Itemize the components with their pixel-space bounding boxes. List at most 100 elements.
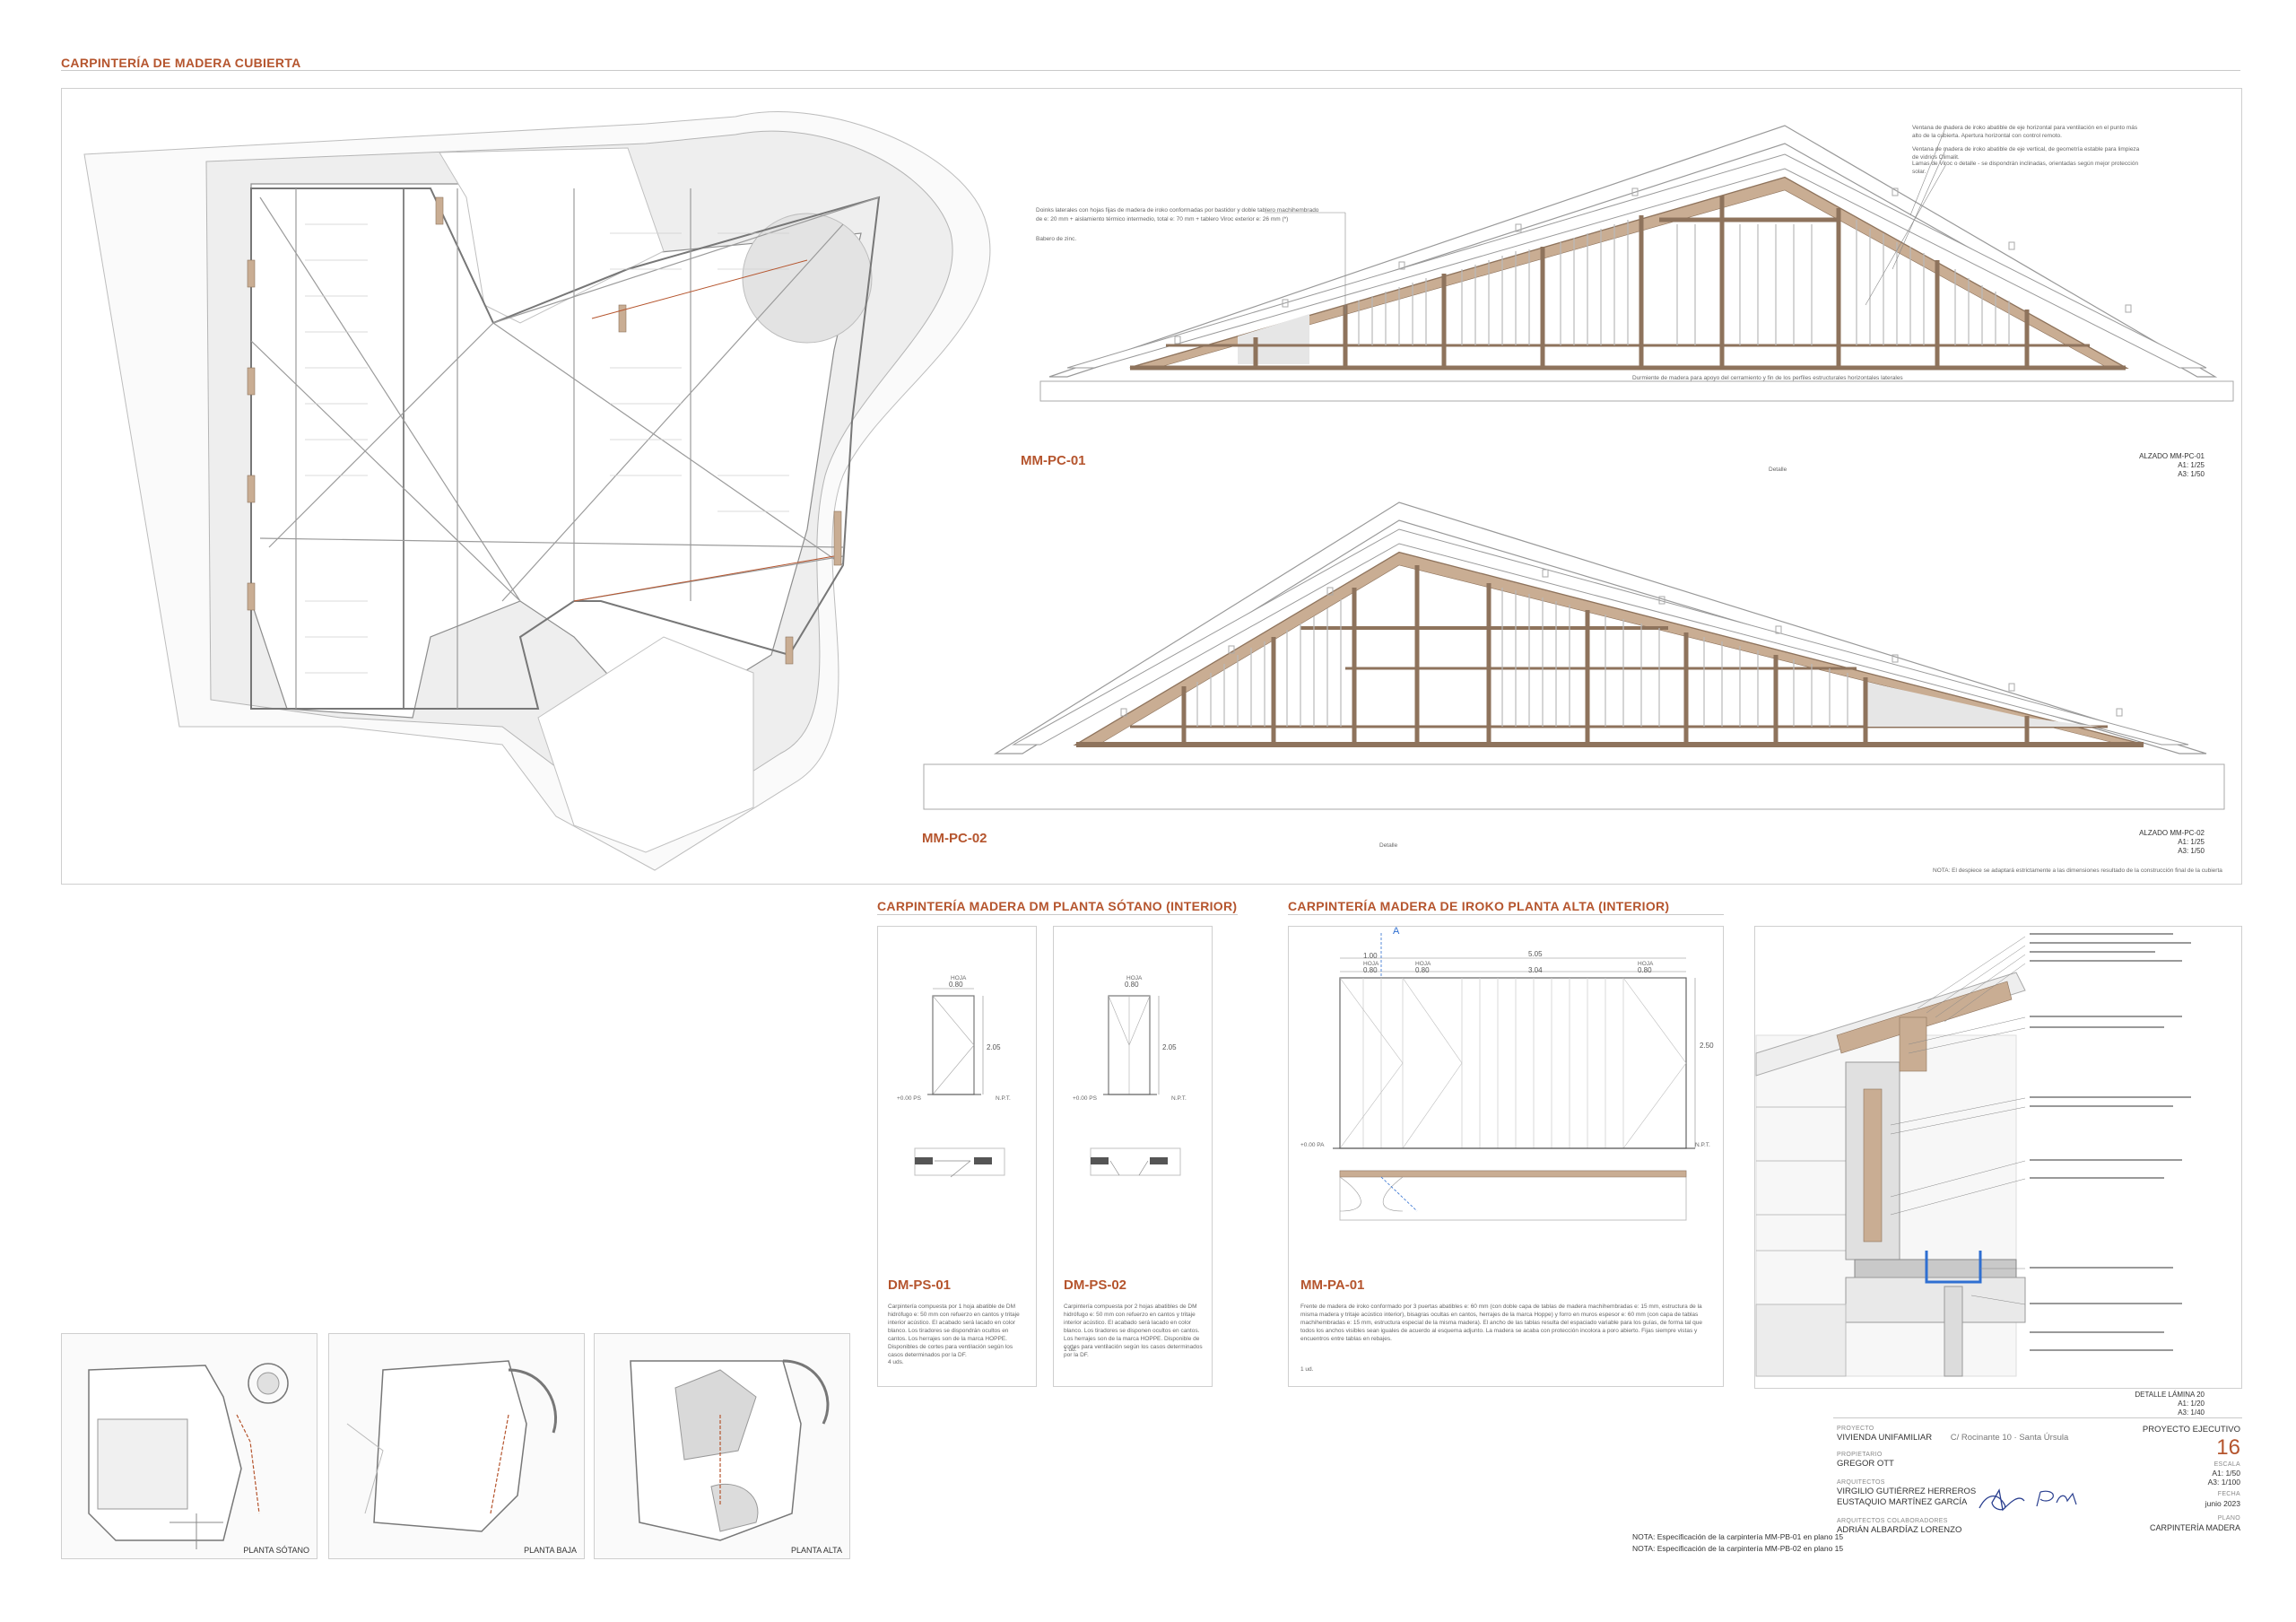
door-ps01-card bbox=[877, 926, 1037, 1387]
pc01-note-right-1: Ventana de madera de iroko abatible de e… bbox=[1912, 125, 2138, 139]
door-pa01-drawing bbox=[1333, 933, 1696, 1221]
door-ps02-card bbox=[1053, 926, 1213, 1387]
door-ps01-level-right: N.P.T. bbox=[996, 1095, 1011, 1102]
note-pb02: NOTA: Especificación de la carpintería M… bbox=[1632, 1544, 1844, 1553]
pc02-scale-a3: A3: 1/50 bbox=[2178, 847, 2205, 855]
door-pa01-card bbox=[1288, 926, 1724, 1387]
door-pa01-height: 2.50 bbox=[1700, 1042, 1714, 1050]
door-ps02-description: Carpintería compuesta por 2 hojas abatib… bbox=[1064, 1304, 1203, 1358]
elevation-pc02-drawing bbox=[923, 501, 2225, 810]
door-pa01-dim-0: 1.00 bbox=[1363, 952, 1378, 960]
key-plan-ground: PLANTA BAJA bbox=[328, 1333, 585, 1559]
door-pa01-dim-3: 3.04 bbox=[1528, 966, 1543, 974]
tb-propietario-label: PROPIETARIO bbox=[1837, 1452, 1883, 1458]
pc01-note-right-2: Ventana de madera de iroko abatible de e… bbox=[1912, 146, 2140, 161]
door-ps02-units: 1 ud. bbox=[1064, 1347, 1077, 1353]
door-pa01-level-left: +0.00 PA bbox=[1300, 1142, 1325, 1148]
tb-arquitecto-2: EUSTAQUIO MARTÍNEZ GARCÍA bbox=[1837, 1497, 1968, 1507]
door-ps01-hoja-label: HOJA bbox=[951, 975, 967, 981]
pc02-code: MM-PC-02 bbox=[922, 831, 987, 846]
upper-title-rule bbox=[1288, 914, 1724, 915]
pc02-detail-label: Detalle bbox=[1379, 842, 1398, 849]
tb-plano-label: PLANO bbox=[2217, 1515, 2240, 1522]
door-ps01-level-left: +0.00 PS bbox=[897, 1095, 921, 1102]
roof-plan-drawing bbox=[83, 111, 991, 871]
pc02-scale-a1: A1: 1/25 bbox=[2178, 838, 2205, 846]
door-pa01-units: 1 ud. bbox=[1300, 1366, 1314, 1373]
door-ps02-drawing bbox=[1090, 995, 1181, 1176]
tb-right-column: PROYECTO EJECUTIVO 16 ESCALA A1: 1/50 A3… bbox=[2117, 1425, 2240, 1533]
door-pa01-level-right: N.P.T. bbox=[1695, 1142, 1710, 1148]
tb-fecha-label: FECHA bbox=[2217, 1491, 2240, 1497]
key-plan-ground-label: PLANTA BAJA bbox=[524, 1546, 577, 1555]
door-pa01-dim-label-2: HOJA bbox=[1638, 961, 1654, 967]
key-plan-upper-label: PLANTA ALTA bbox=[790, 1546, 842, 1555]
pc01-detail-label: Detalle bbox=[1769, 467, 1787, 473]
pc01-scale-a1: A1: 1/25 bbox=[2178, 461, 2205, 469]
tb-colab-label: ARQUITECTOS COLABORADORES bbox=[1837, 1518, 1948, 1524]
detail-scale-block: DETALLE LÁMINA 20 A1: 1/20 A3: 1/40 bbox=[2117, 1391, 2205, 1417]
door-ps01-code: DM-PS-01 bbox=[888, 1278, 952, 1293]
door-ps02-hoja-label: HOJA bbox=[1126, 975, 1143, 981]
key-plan-ground-drawing bbox=[329, 1334, 584, 1558]
pc01-note-bottom: Durmiente de madera para apoyo del cerra… bbox=[1632, 375, 1903, 381]
door-ps01-drawing bbox=[914, 988, 1005, 1178]
tb-arquitecto-1: VIRGILIO GUTIÉRREZ HERREROS bbox=[1837, 1487, 1977, 1496]
door-ps01-description: Carpintería compuesta por 1 hoja abatibl… bbox=[888, 1304, 1020, 1358]
key-plan-basement-label: PLANTA SÓTANO bbox=[243, 1546, 309, 1555]
key-plan-upper: PLANTA ALTA bbox=[594, 1333, 850, 1559]
title-block-top-rule bbox=[1833, 1417, 2242, 1418]
basement-title-rule bbox=[877, 914, 1238, 915]
roof-title-rule bbox=[61, 70, 2240, 71]
detail-title: DETALLE LÁMINA 20 bbox=[2135, 1391, 2205, 1399]
tb-escala-a3: A3: 1/100 bbox=[2207, 1478, 2240, 1487]
key-plan-upper-drawing bbox=[595, 1334, 849, 1558]
door-pa01-dim-2: 0.80 bbox=[1415, 966, 1430, 974]
tb-left-column: PROYECTO VIVIENDA UNIFAMILIAR C/ Rocinan… bbox=[1837, 1425, 2106, 1536]
pc01-scale-a3: A3: 1/50 bbox=[2178, 470, 2205, 478]
basement-section-title: CARPINTERÍA MADERA DM PLANTA SÓTANO (INT… bbox=[877, 899, 1238, 913]
tb-plano: CARPINTERÍA MADERA bbox=[2149, 1523, 2240, 1532]
upper-section-title: CARPINTERÍA MADERA DE IROKO PLANTA ALTA … bbox=[1288, 899, 1670, 913]
tb-escala-a1: A1: 1/50 bbox=[2212, 1469, 2240, 1478]
tb-propietario: GREGOR OTT bbox=[1837, 1459, 1894, 1469]
tb-arquitectos-label: ARQUITECTOS bbox=[1837, 1479, 1885, 1486]
roof-section-title: CARPINTERÍA DE MADERA CUBIERTA bbox=[61, 56, 301, 70]
detail-scale-a3: A3: 1/40 bbox=[2178, 1408, 2205, 1417]
tb-colab: ADRIÁN ALBARDÍAZ LORENZO bbox=[1837, 1525, 1962, 1535]
door-pa01-dim-label-0: HOJA bbox=[1363, 961, 1379, 967]
door-pa01-dim-4: 0.80 bbox=[1638, 966, 1652, 974]
tb-proyecto: VIVIENDA UNIFAMILIAR bbox=[1837, 1433, 1933, 1443]
tb-proyecto-row: VIVIENDA UNIFAMILIAR C/ Rocinante 10 · S… bbox=[1837, 1433, 2106, 1443]
tb-address: C/ Rocinante 10 · Santa Úrsula bbox=[1950, 1433, 2069, 1443]
pc01-scale-block: ALZADO MM-PC-01 A1: 1/25 A3: 1/50 bbox=[2117, 452, 2205, 479]
pc01-code: MM-PC-01 bbox=[1021, 453, 1086, 468]
detail-frame bbox=[1754, 926, 2242, 1389]
pc02-scale-title: ALZADO MM-PC-02 bbox=[2139, 829, 2205, 837]
tb-escala-label: ESCALA bbox=[2213, 1461, 2240, 1468]
key-plan-basement: PLANTA SÓTANO bbox=[61, 1333, 317, 1559]
pc01-note-left-3: Babero de zinc. bbox=[1036, 236, 1077, 242]
roof-frame bbox=[61, 88, 2242, 885]
construction-detail-drawing bbox=[1755, 933, 2191, 1377]
door-ps02-level-right: N.P.T. bbox=[1171, 1095, 1187, 1102]
door-pa01-total-width: 5.05 bbox=[1528, 950, 1543, 958]
tb-fecha: junio 2023 bbox=[2205, 1499, 2240, 1508]
door-ps02-code: DM-PS-02 bbox=[1064, 1278, 1127, 1293]
tb-sheet-number: 16 bbox=[2216, 1435, 2240, 1460]
door-ps01-width: 0.80 bbox=[949, 981, 963, 989]
pc01-note-left-2: de e: 20 mm + aislamiento térmico interm… bbox=[1036, 216, 1289, 222]
pc01-scale-title: ALZADO MM-PC-01 bbox=[2139, 452, 2205, 460]
tb-proyecto-label: PROYECTO bbox=[1837, 1426, 1874, 1432]
pc02-scale-block: ALZADO MM-PC-02 A1: 1/25 A3: 1/50 bbox=[2117, 829, 2205, 856]
door-ps01-height: 2.05 bbox=[987, 1043, 1001, 1051]
door-pa01-description: Frente de madera de iroko conformado por… bbox=[1300, 1304, 1703, 1342]
key-plan-basement-drawing bbox=[62, 1334, 317, 1558]
door-pa01-dim-1: 0.80 bbox=[1363, 966, 1378, 974]
tb-phase: PROYECTO EJECUTIVO bbox=[2142, 1425, 2240, 1435]
door-pa01-section-mark: A bbox=[1393, 926, 1400, 937]
detail-scale-a1: A1: 1/20 bbox=[2178, 1400, 2205, 1408]
door-ps01-units: 4 uds. bbox=[888, 1359, 904, 1365]
pc01-note-right-3: Lamas de Viroc o detalle - se dispondrán… bbox=[1912, 161, 2139, 175]
elevation-pc01-drawing bbox=[1039, 125, 2234, 402]
